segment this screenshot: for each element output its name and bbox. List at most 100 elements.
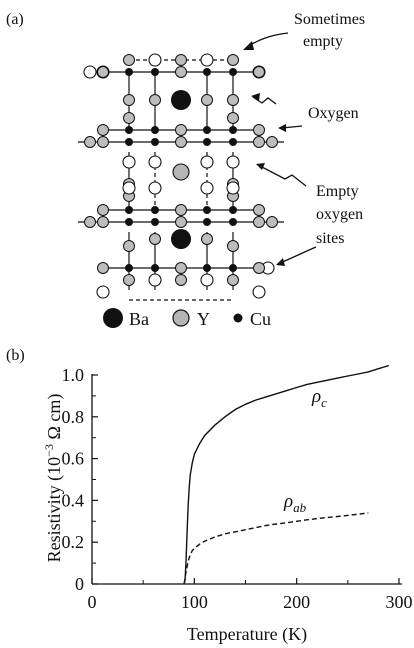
cu-atom [229, 126, 237, 134]
oxygen-atom [123, 240, 135, 252]
legend-y-text: Y [197, 309, 210, 329]
legend-y-symbol [172, 309, 190, 327]
cu-atom [203, 264, 211, 272]
arrowhead-oxygen [278, 124, 286, 132]
oxygen-atom [253, 66, 265, 78]
y-tick-label: 1.0 [62, 365, 85, 385]
rho-ab-subscript: ab [293, 500, 307, 515]
cu-atom [151, 68, 159, 76]
oxygen-atom [266, 136, 278, 148]
oxygen-atom [97, 124, 109, 136]
empty-oxygen-site [200, 273, 214, 287]
oxygen-atom [123, 274, 135, 286]
rho-c-subscript: c [321, 395, 327, 410]
atom-legend: Ba Y Cu [103, 308, 271, 329]
empty-oxygen-site [83, 65, 97, 79]
series-line-rho-c [183, 364, 390, 585]
arrow-empty-squiggle [259, 165, 307, 187]
oxygen-atom [175, 66, 187, 78]
cu-atom [229, 68, 237, 76]
oxygen-atom [253, 216, 265, 228]
annotation-empty-line3: sites [316, 230, 344, 247]
x-tick-label: 200 [283, 592, 310, 612]
rho-ab-symbol: ρ [283, 491, 293, 512]
oxygen-atom [175, 204, 187, 216]
empty-oxygen-site [148, 155, 162, 169]
y-tick-label: 0.6 [62, 449, 85, 469]
rho-c-symbol: ρ [311, 386, 321, 407]
arrowhead-oxygen-squiggle [251, 93, 260, 101]
cu-atom [125, 68, 133, 76]
x-tick-label: 300 [386, 592, 413, 612]
y-axis-title-unit: Ω cm) [44, 394, 65, 444]
cu-atom [151, 218, 159, 226]
annotation-empty-line1: Empty [316, 183, 359, 200]
oxygen-atom [227, 274, 239, 286]
y-tick-label: 0 [75, 574, 84, 594]
cu-atom [203, 68, 211, 76]
legend-cu-symbol [233, 313, 243, 323]
series-line-rho-ab [183, 512, 369, 585]
empty-oxygen-site [148, 53, 162, 67]
empty-oxygen-site [122, 155, 136, 169]
panel-b-label: (b) [6, 347, 25, 364]
cu-atom [125, 126, 133, 134]
empty-oxygen-site [200, 53, 214, 67]
oxygen-atom [175, 262, 187, 274]
oxygen-atom [253, 262, 265, 274]
series-label-rho-c: ρc [311, 386, 327, 410]
empty-oxygen-site [226, 155, 240, 169]
crystal-structure-panel: (a) Sometimes empty Oxygen Empty oxygen … [6, 11, 369, 329]
arrowhead-empty-squiggle [256, 163, 265, 170]
empty-oxygen-site [122, 181, 136, 195]
cu-atom [203, 126, 211, 134]
cu-atom [151, 126, 159, 134]
oxygen-atom [227, 94, 239, 106]
cu-atom [229, 138, 237, 146]
arrow-heads [243, 41, 286, 266]
oxygen-atom [97, 216, 109, 228]
oxygen-atom [97, 66, 109, 78]
oxygen-atom [227, 240, 239, 252]
oxygen-atom [201, 94, 213, 106]
arrow-sometimes-empty [246, 32, 289, 48]
oxygen-atom [97, 262, 109, 274]
oxygen-atom [123, 94, 135, 106]
oxygen-atom [175, 136, 187, 148]
oxygen-atom [84, 216, 96, 228]
cu-atom [125, 138, 133, 146]
cu-atom [125, 206, 133, 214]
annotation-sometimes-empty: Sometimes empty [294, 11, 369, 50]
empty-oxygen-site [96, 285, 110, 299]
annotation-sometimes-empty-line1: Sometimes [294, 11, 365, 28]
y-atom [172, 163, 190, 181]
legend-cu-text: Cu [250, 309, 271, 329]
cu-atom [203, 206, 211, 214]
cu-atom [125, 218, 133, 226]
ba-atom [171, 90, 191, 110]
series-label-rho-ab: ρab [283, 491, 307, 515]
oxygen-atom [266, 216, 278, 228]
empty-oxygen-site [226, 181, 240, 195]
chart-axes [91, 374, 402, 585]
annotation-empty-line2: oxygen [316, 206, 363, 223]
ba-atom [171, 229, 191, 249]
cu-atom [151, 138, 159, 146]
empty-oxygen-site [200, 155, 214, 169]
oxygen-atom [149, 233, 161, 245]
annotation-oxygen: Oxygen [308, 105, 359, 122]
y-tick-label: 0.4 [62, 490, 85, 510]
y-axis-title: Resistivity (10−3 Ω cm) [42, 394, 65, 563]
cu-atom [229, 218, 237, 226]
oxygen-atom [253, 124, 265, 136]
oxygen-atom [253, 136, 265, 148]
panel-a-label: (a) [6, 11, 24, 28]
oxygen-atom [175, 274, 187, 286]
oxygen-atom [97, 136, 109, 148]
annotation-empty-oxygen-sites: Empty oxygen sites [316, 183, 367, 247]
cu-atom [151, 206, 159, 214]
annotation-sometimes-empty-line2: empty [303, 33, 343, 50]
